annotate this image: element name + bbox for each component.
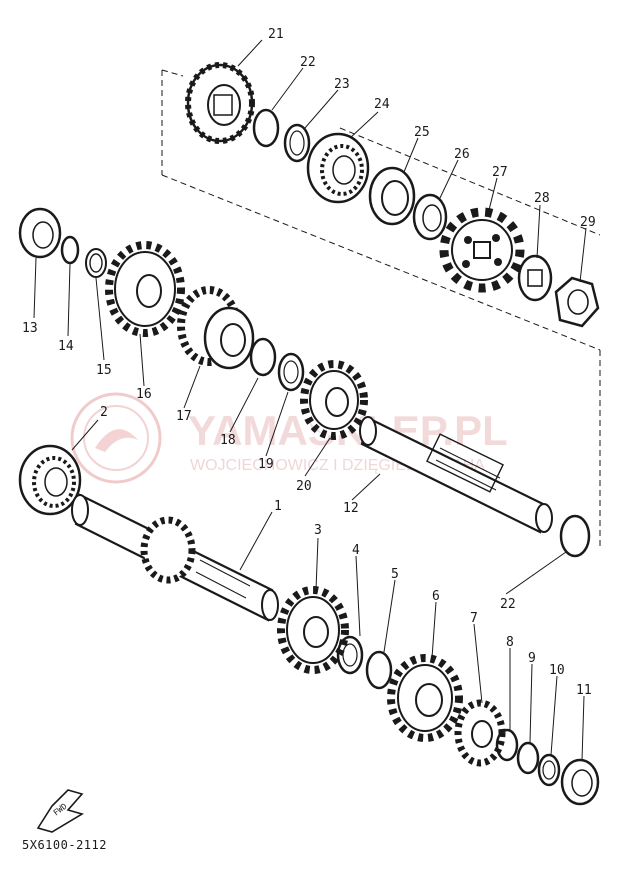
part-20-gear — [300, 360, 368, 440]
assembly-outline — [161, 69, 601, 550]
callout-22-lower: 22 — [500, 597, 516, 612]
part-3-gear — [277, 586, 349, 674]
part-2-bearing — [18, 444, 82, 516]
part-23-washer — [283, 123, 311, 163]
callout-13: 13 — [22, 321, 38, 336]
watermark-logo — [70, 392, 162, 484]
callouts: 21 22 23 24 25 26 27 28 29 13 14 15 16 1… — [22, 27, 596, 698]
callout-10: 10 — [549, 663, 565, 678]
callout-25: 25 — [414, 125, 430, 140]
callout-5: 5 — [391, 567, 399, 582]
part-22b-circlip — [559, 514, 591, 558]
part-7-gear — [454, 699, 506, 767]
part-14-circlip — [60, 235, 80, 265]
part-6-gear — [387, 654, 463, 742]
part-19-washer — [277, 352, 305, 392]
callout-11: 11 — [576, 683, 592, 698]
part-4-washer — [336, 635, 364, 675]
callout-6: 6 — [432, 589, 440, 604]
part-28-lock-washer — [517, 254, 553, 302]
part-25-oil-seal — [368, 166, 416, 226]
callout-29: 29 — [580, 215, 596, 230]
fwd-arrow-icon: FWD — [36, 789, 84, 833]
callout-26: 26 — [454, 147, 470, 162]
callout-22-upper: 22 — [300, 55, 316, 70]
part-5-circlip — [365, 650, 393, 690]
part-18-circlip — [249, 337, 277, 377]
callout-8: 8 — [506, 635, 514, 650]
callout-23: 23 — [334, 77, 350, 92]
part-1-main-axle — [71, 493, 279, 622]
part-24-bearing — [306, 132, 370, 204]
callout-12: 12 — [343, 501, 359, 516]
part-17-gear — [177, 286, 255, 370]
callout-27: 27 — [492, 165, 508, 180]
callout-18: 18 — [220, 433, 236, 448]
callout-15: 15 — [96, 363, 112, 378]
callout-21: 21 — [268, 27, 284, 42]
callout-17: 17 — [176, 409, 192, 424]
part-13-bearing — [18, 207, 62, 259]
part-15-washer — [85, 248, 107, 278]
diagram-code: 5X6100-2112 — [22, 838, 107, 852]
part-26-collar — [412, 193, 448, 241]
part-22a-circlip — [252, 108, 280, 148]
callout-28: 28 — [534, 191, 550, 206]
part-8-washer — [495, 728, 519, 762]
callout-1: 1 — [274, 499, 282, 514]
callout-16: 16 — [136, 387, 152, 402]
part-10-washer — [537, 753, 561, 787]
part-16-gear — [105, 241, 185, 337]
callout-14: 14 — [58, 339, 74, 354]
part-27-sprocket — [439, 207, 525, 293]
leader-lines — [33, 39, 587, 761]
callout-19: 19 — [258, 457, 274, 472]
part-9-circlip — [516, 741, 540, 775]
part-21-gear — [185, 62, 255, 144]
callout-3: 3 — [314, 523, 322, 538]
callout-2: 2 — [100, 405, 108, 420]
callout-9: 9 — [528, 651, 536, 666]
part-11-bearing — [560, 758, 600, 806]
callout-20: 20 — [296, 479, 312, 494]
callout-4: 4 — [352, 543, 360, 558]
part-29-nut — [554, 276, 600, 328]
callout-7: 7 — [470, 611, 478, 626]
callout-24: 24 — [374, 97, 390, 112]
part-12-drive-axle — [359, 416, 553, 534]
